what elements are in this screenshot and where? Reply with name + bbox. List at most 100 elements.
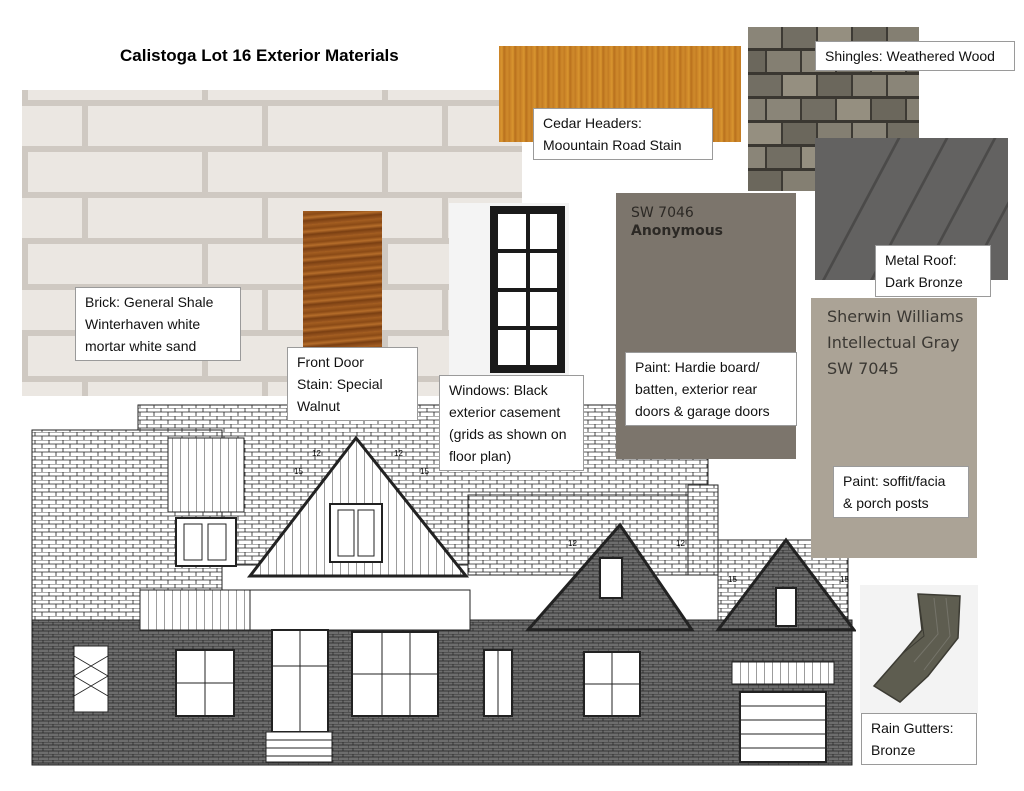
mortar-line bbox=[22, 192, 522, 198]
paint-chip-line: SW 7045 bbox=[827, 359, 899, 378]
shingle-tab bbox=[907, 99, 919, 122]
mortar-joint bbox=[262, 106, 268, 146]
label-line: Moountain Road Stain bbox=[543, 137, 682, 153]
dimension-label: 15 bbox=[728, 575, 737, 584]
mortar-line bbox=[22, 284, 522, 290]
mortar-joint bbox=[442, 198, 448, 238]
label-line: batten, exterior rear bbox=[635, 381, 758, 397]
mortar-joint bbox=[202, 244, 208, 284]
mortar-joint bbox=[382, 90, 388, 100]
mortar-line bbox=[22, 238, 522, 244]
shingles-label: Shingles: Weathered Wood bbox=[815, 41, 1015, 71]
shingle-tab bbox=[748, 147, 767, 170]
front-elevation-drawing: 12 12 15 15 12 12 15 15 bbox=[31, 404, 856, 766]
page-title: Calistoga Lot 16 Exterior Materials bbox=[120, 46, 399, 65]
label-line: (grids as shown on bbox=[449, 426, 567, 442]
label-line: Paint: Hardie board/ bbox=[635, 359, 760, 375]
shingle-tab bbox=[767, 99, 802, 122]
mortar-line bbox=[22, 146, 522, 152]
paint-chip-code: SW 7046 bbox=[631, 205, 694, 221]
label-line: Winterhaven white bbox=[85, 316, 201, 332]
label-line: Paint: soffit/facia bbox=[843, 473, 946, 489]
paint-hardie-label: Paint: Hardie board/ batten, exterior re… bbox=[625, 352, 797, 426]
shingle-tab bbox=[783, 27, 818, 50]
paint-chip-intellectual-gray: Sherwin Williams Intellectual Gray SW 70… bbox=[811, 298, 977, 558]
mortar-line bbox=[22, 376, 522, 382]
mortar-joint bbox=[442, 106, 448, 146]
dimension-label: 12 bbox=[568, 539, 577, 548]
mortar-joint bbox=[382, 152, 388, 192]
label-line: Metal Roof: bbox=[885, 252, 957, 268]
shingle-tab bbox=[748, 27, 783, 50]
label-line: Stain: Special bbox=[297, 376, 383, 392]
mortar-line bbox=[22, 330, 522, 336]
mortar-joint bbox=[22, 152, 28, 192]
shingle-tab bbox=[818, 75, 853, 98]
shingle-row bbox=[748, 75, 919, 100]
shingle-tab bbox=[872, 99, 907, 122]
dimension-label: 12 bbox=[394, 449, 403, 458]
label-line: Cedar Headers: bbox=[543, 115, 642, 131]
shingle-tab bbox=[802, 99, 837, 122]
front-door-label: Front Door Stain: Special Walnut bbox=[287, 347, 418, 421]
shingle-tab bbox=[748, 51, 767, 74]
label-line: Front Door bbox=[297, 354, 364, 370]
mortar-joint bbox=[202, 152, 208, 192]
shingle-tab bbox=[748, 75, 783, 98]
mortar-joint bbox=[22, 244, 28, 284]
shingle-row bbox=[748, 99, 919, 124]
shingle-tab bbox=[748, 171, 783, 191]
shingle-tab bbox=[767, 147, 802, 170]
shingle-tab bbox=[888, 75, 919, 98]
label-line: Rain Gutters: bbox=[871, 720, 954, 736]
shingle-tab bbox=[783, 75, 818, 98]
shingle-tab bbox=[748, 123, 783, 146]
shingle-shadow bbox=[748, 120, 919, 124]
paint-chip-name: Anonymous bbox=[631, 223, 724, 239]
door-stain-swatch bbox=[303, 211, 382, 351]
label-line: & porch posts bbox=[843, 495, 929, 511]
label-line: Bronze bbox=[871, 742, 916, 758]
dimension-label: 12 bbox=[312, 449, 321, 458]
mortar-joint bbox=[262, 382, 268, 396]
paint-chip-line: Sherwin Williams bbox=[827, 307, 964, 326]
shingle-tab bbox=[853, 75, 888, 98]
mortar-joint bbox=[82, 198, 88, 238]
gutter-downspout-icon bbox=[872, 593, 961, 703]
mortar-joint bbox=[382, 244, 388, 284]
label-line: Walnut bbox=[297, 398, 341, 414]
mortar-joint bbox=[22, 336, 28, 376]
dimension-label: 15 bbox=[294, 467, 303, 476]
mortar-joint bbox=[82, 106, 88, 146]
metal-roof-label: Metal Roof: Dark Bronze bbox=[875, 245, 991, 297]
windows-label: Windows: Black exterior casement (grids … bbox=[439, 375, 584, 471]
cedar-label: Cedar Headers: Moountain Road Stain bbox=[533, 108, 713, 160]
paint-chip-line: Intellectual Gray bbox=[827, 333, 960, 352]
mortar-joint bbox=[262, 290, 268, 330]
label-line: mortar white sand bbox=[85, 338, 197, 354]
dimension-label: 15 bbox=[420, 467, 429, 476]
label-line: Windows: Black bbox=[449, 382, 548, 398]
mortar-joint bbox=[442, 290, 448, 330]
shingle-shadow bbox=[748, 72, 919, 76]
dimension-label: 15 bbox=[840, 575, 849, 584]
paint-soffit-label: Paint: soffit/facia & porch posts bbox=[833, 466, 969, 518]
shingle-tab bbox=[783, 123, 818, 146]
label-line: floor plan) bbox=[449, 448, 512, 464]
shingle-shadow bbox=[748, 96, 919, 100]
label-line: Shingles: Weathered Wood bbox=[825, 48, 995, 64]
brick-label: Brick: General Shale Winterhaven white m… bbox=[75, 287, 241, 361]
dimension-label: 12 bbox=[676, 539, 685, 548]
shingle-tab bbox=[783, 171, 818, 191]
shingle-tab bbox=[748, 99, 767, 122]
mortar-joint bbox=[82, 382, 88, 396]
label-line: Dark Bronze bbox=[885, 274, 963, 290]
mortar-line bbox=[22, 100, 522, 106]
mortar-joint bbox=[22, 90, 28, 100]
mortar-joint bbox=[262, 198, 268, 238]
shingle-tab bbox=[767, 51, 802, 74]
mortar-joint bbox=[202, 90, 208, 100]
label-line: Brick: General Shale bbox=[85, 294, 214, 310]
label-line: doors & garage doors bbox=[635, 403, 770, 419]
window-sample bbox=[490, 206, 565, 373]
